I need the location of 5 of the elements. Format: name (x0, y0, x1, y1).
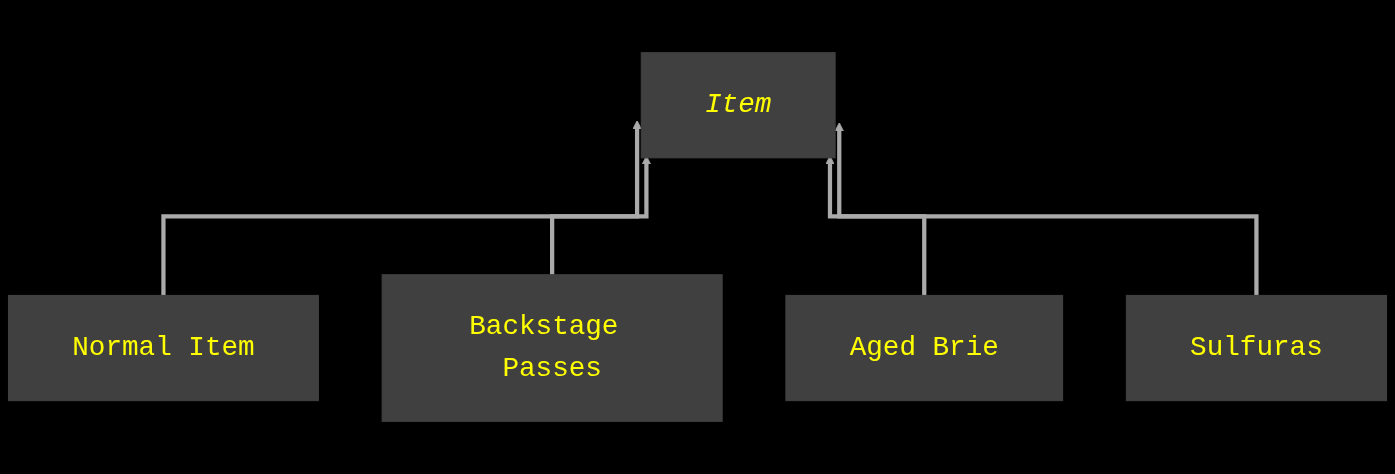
node-box: Backstage Passes (381, 274, 723, 422)
node-box: Aged Brie (785, 294, 1064, 402)
node-box: Sulfuras (1125, 294, 1388, 402)
node-box: Item (640, 52, 836, 159)
node-box: Normal Item (7, 294, 319, 402)
